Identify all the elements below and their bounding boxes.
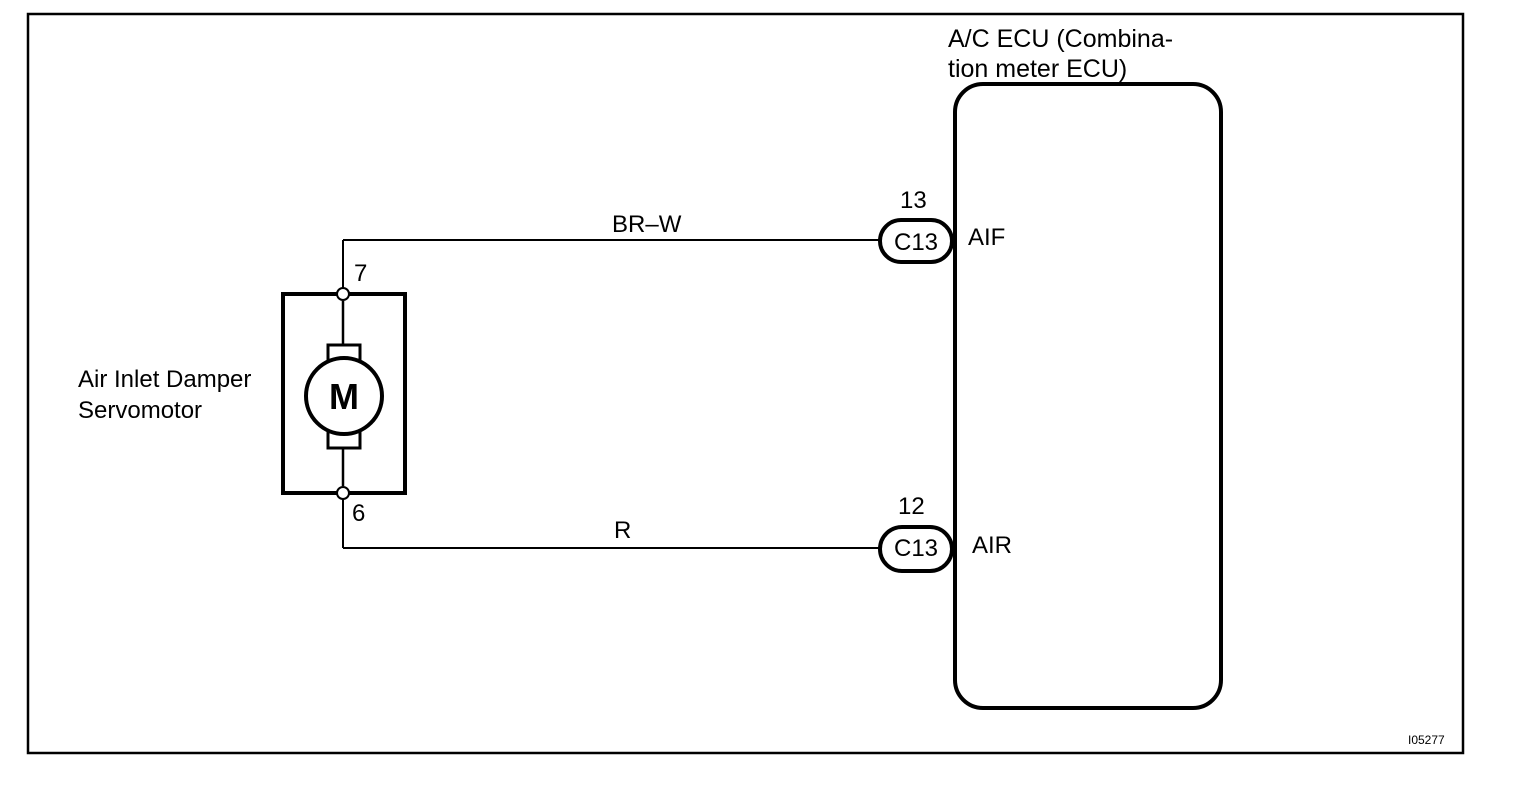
figure-id: I05277 (1408, 733, 1445, 747)
motor-symbol-circle (304, 356, 384, 436)
terminal-7 (336, 287, 350, 301)
terminal-air: AIR (972, 532, 1012, 559)
terminal-aif: AIF (968, 224, 1005, 251)
motor-symbol-letter: M (329, 376, 359, 417)
ecu-box (953, 82, 1223, 710)
wire-color-r: R (614, 517, 631, 544)
servomotor-label-line2: Servomotor (78, 397, 202, 424)
connector-c13-top (878, 218, 954, 264)
connector-c13-bottom-label: C13 (894, 535, 938, 562)
servomotor-label-line1: Air Inlet Damper (78, 366, 251, 393)
connector-pin-12: 12 (898, 493, 925, 520)
ecu-title-line2: tion meter ECU) (948, 55, 1127, 83)
outer-frame (26, 12, 1465, 755)
pin-label-7: 7 (354, 260, 367, 287)
ecu-title-line1: A/C ECU (Combina- (948, 25, 1173, 53)
terminal-6 (336, 486, 350, 500)
wire-color-brw: BR–W (612, 211, 682, 238)
connector-pin-13: 13 (900, 187, 927, 214)
connector-c13-bottom (878, 525, 954, 573)
connector-c13-top-label: C13 (894, 229, 938, 256)
pin-label-6: 6 (352, 500, 365, 527)
